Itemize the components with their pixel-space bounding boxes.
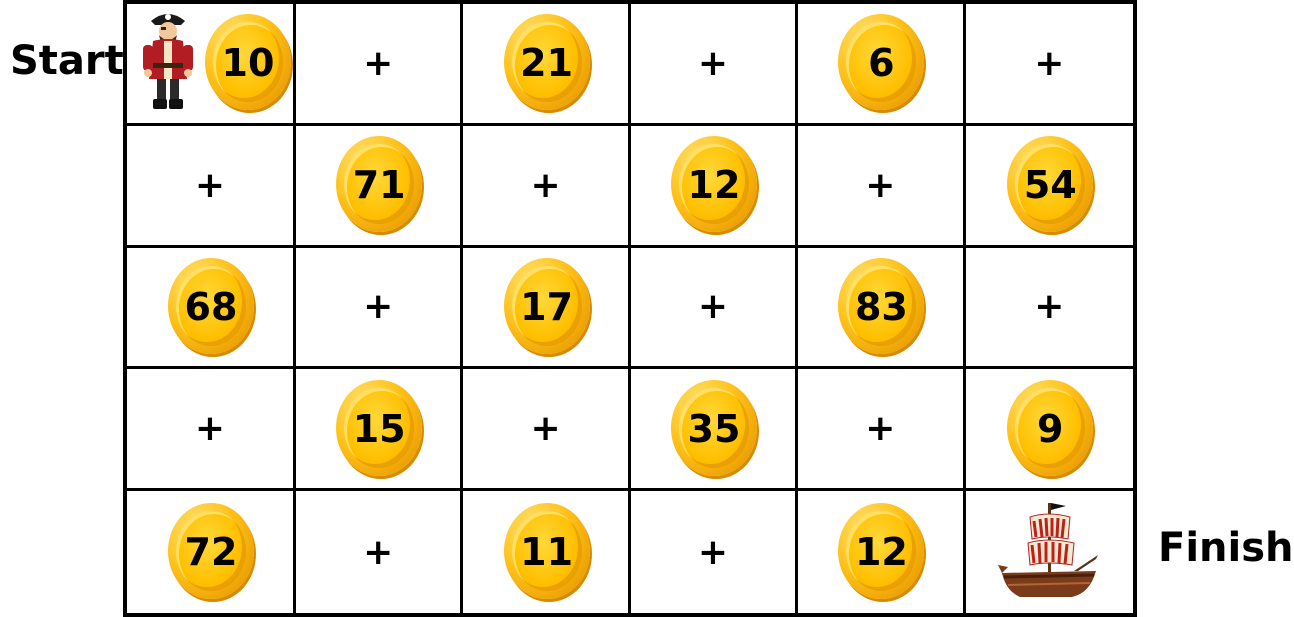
gold-coin: 6 <box>834 14 926 112</box>
plus-sign: + <box>363 532 393 573</box>
coin-cell: 12 <box>631 126 798 248</box>
start-cell: 10 <box>127 4 296 126</box>
plus-cell: + <box>296 248 463 370</box>
plus-cell: + <box>631 491 798 613</box>
plus-sign: + <box>195 165 225 206</box>
plus-sign: + <box>1034 43 1064 84</box>
coin-value: 12 <box>834 503 926 601</box>
coin-value: 9 <box>1003 380 1095 478</box>
pirate-ship-icon <box>994 495 1104 609</box>
coin-cell: 83 <box>798 248 965 370</box>
gold-coin: 12 <box>834 503 926 601</box>
coin-value: 6 <box>834 14 926 112</box>
gold-coin: 71 <box>332 136 424 234</box>
coin-cell: 68 <box>127 248 296 370</box>
gold-coin: 54 <box>1003 136 1095 234</box>
gold-coin: 11 <box>500 503 592 601</box>
gold-coin: 10 <box>201 14 293 112</box>
plus-cell: + <box>631 248 798 370</box>
coin-value: 15 <box>332 380 424 478</box>
coin-cell: 17 <box>463 248 630 370</box>
plus-cell: + <box>463 126 630 248</box>
coin-cell: 71 <box>296 126 463 248</box>
coin-cell: 15 <box>296 369 463 491</box>
plus-cell: + <box>966 248 1133 370</box>
gold-coin: 15 <box>332 380 424 478</box>
coin-cell: 9 <box>966 369 1133 491</box>
gold-coin: 12 <box>667 136 759 234</box>
coin-value: 21 <box>500 14 592 112</box>
plus-sign: + <box>865 408 895 449</box>
gold-coin: 17 <box>500 258 592 356</box>
gold-coin: 83 <box>834 258 926 356</box>
plus-cell: + <box>798 126 965 248</box>
gold-coin: 35 <box>667 380 759 478</box>
plus-cell: + <box>966 4 1133 126</box>
coin-cell: 6 <box>798 4 965 126</box>
coin-value: 83 <box>834 258 926 356</box>
coin-cell: 11 <box>463 491 630 613</box>
plus-cell: + <box>127 126 296 248</box>
plus-sign: + <box>698 286 728 327</box>
gold-coin: 72 <box>164 503 256 601</box>
plus-cell: + <box>631 4 798 126</box>
gold-coin: 68 <box>164 258 256 356</box>
plus-sign: + <box>865 165 895 206</box>
coin-value: 68 <box>164 258 256 356</box>
finish-cell <box>966 491 1133 613</box>
coin-cell: 21 <box>463 4 630 126</box>
gold-coin: 9 <box>1003 380 1095 478</box>
coin-cell: 35 <box>631 369 798 491</box>
start-label: Start <box>10 38 124 84</box>
game-board: 10 +21 +6 + +71 +12 +54 68 +17 +83 + +15 +35 +9 72 +11 +… <box>123 0 1137 617</box>
coin-value: 17 <box>500 258 592 356</box>
plus-cell: + <box>296 4 463 126</box>
finish-label: Finish <box>1158 525 1294 571</box>
plus-sign: + <box>531 408 561 449</box>
plus-sign: + <box>363 286 393 327</box>
plus-sign: + <box>531 165 561 206</box>
coin-cell: 54 <box>966 126 1133 248</box>
coin-value: 72 <box>164 503 256 601</box>
pirate-icon <box>137 7 199 119</box>
coin-value: 10 <box>201 14 293 112</box>
plus-sign: + <box>1034 286 1064 327</box>
coin-value: 35 <box>667 380 759 478</box>
coin-cell: 12 <box>798 491 965 613</box>
coin-cell: 72 <box>127 491 296 613</box>
plus-sign: + <box>698 532 728 573</box>
plus-sign: + <box>363 43 393 84</box>
coin-value: 12 <box>667 136 759 234</box>
plus-sign: + <box>698 43 728 84</box>
coin-value: 11 <box>500 503 592 601</box>
plus-sign: + <box>195 408 225 449</box>
coin-value: 54 <box>1003 136 1095 234</box>
plus-cell: + <box>463 369 630 491</box>
plus-cell: + <box>296 491 463 613</box>
plus-cell: + <box>798 369 965 491</box>
coin-value: 71 <box>332 136 424 234</box>
gold-coin: 21 <box>500 14 592 112</box>
plus-cell: + <box>127 369 296 491</box>
